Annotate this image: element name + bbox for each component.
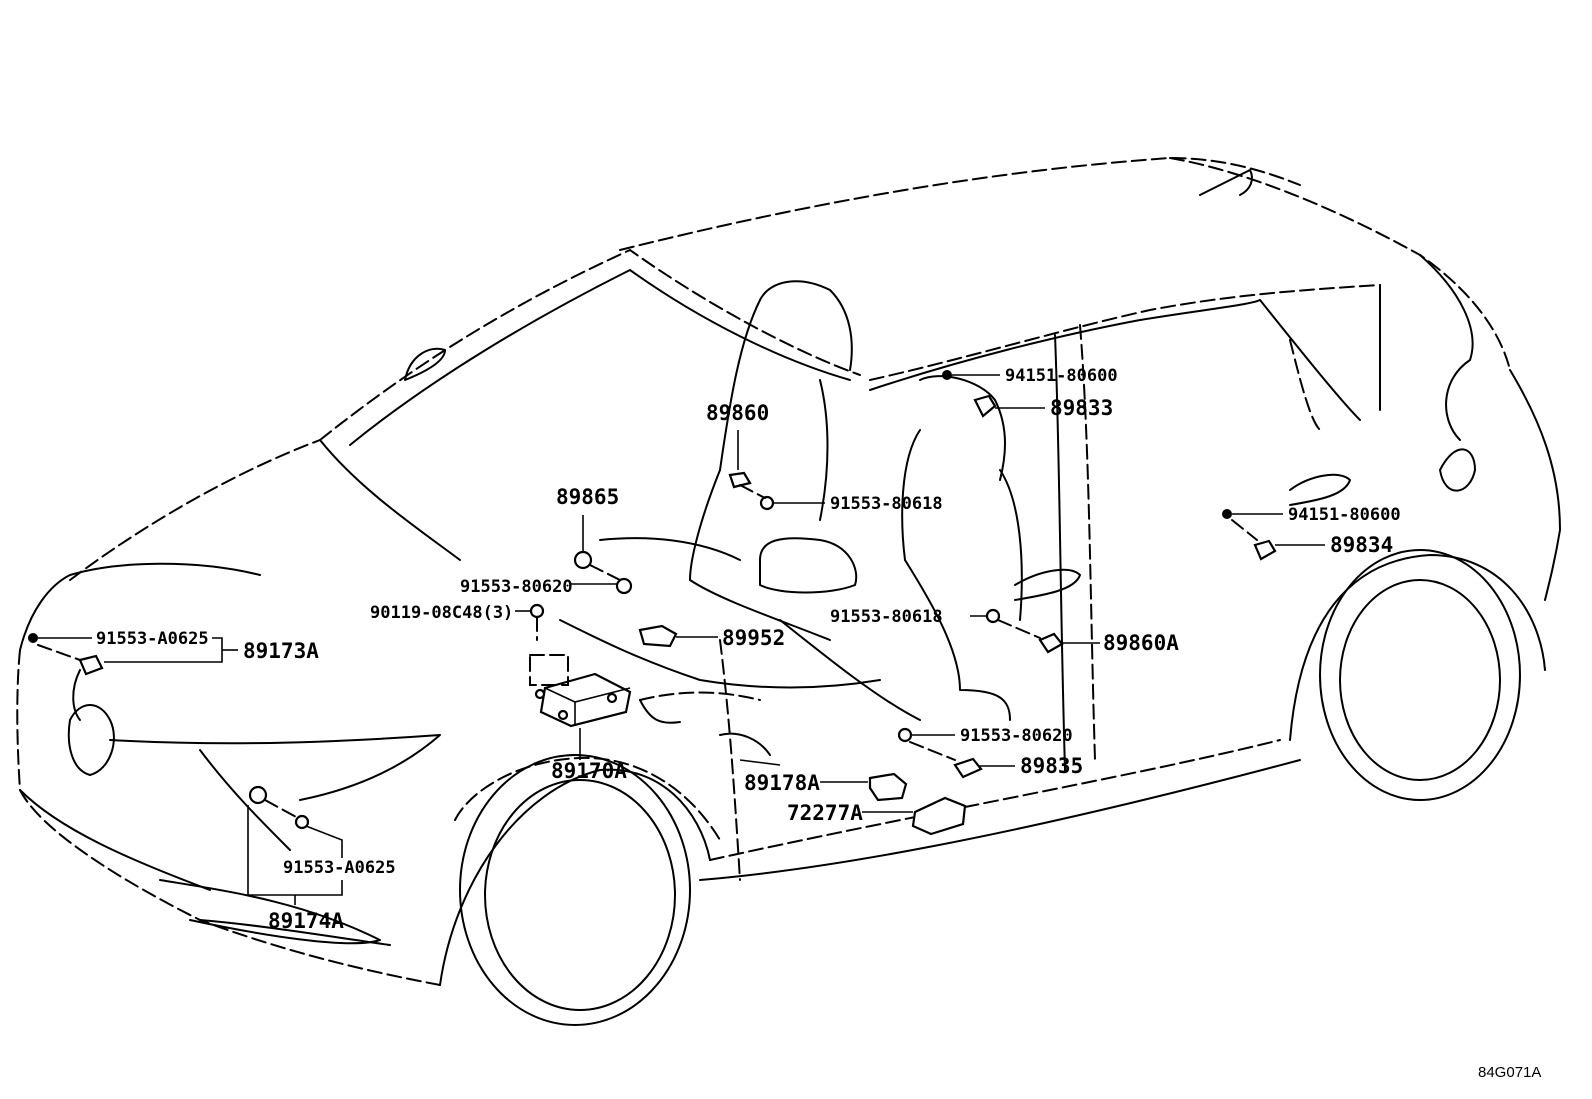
label-89860a: 89860A [1103,631,1179,655]
label-89865: 89865 [556,485,619,509]
car-interior-seats [559,280,1023,881]
label-89834: 89834 [1330,533,1393,557]
label-72277a: 72277A [787,801,863,825]
label-89835: 89835 [1020,754,1083,778]
drawing-code: 84G071A [1478,1064,1541,1081]
label-89174a: 89174A [268,909,344,933]
label-89170a: 89170A [551,759,627,783]
label-89860: 89860 [706,401,769,425]
label-91553-80618-upper: 91553-80618 [830,494,943,514]
label-94151-80600-upper: 94151-80600 [1005,366,1118,386]
label-91553-a0625-upper: 91553-A0625 [96,629,209,649]
car-body-outline [16,156,1561,1026]
label-94151-80600-right: 94151-80600 [1288,505,1401,525]
label-89833: 89833 [1050,396,1113,420]
parts-and-leaders [28,370,1325,905]
label-89952: 89952 [722,626,785,650]
label-89173a: 89173A [243,639,319,663]
label-91553-80618-lower: 91553-80618 [830,607,943,627]
part-labels: 94151-80600 89833 89860 91553-80618 8986… [96,366,1541,1081]
label-91553-80620-left: 91553-80620 [460,577,573,597]
label-91553-a0625-lower: 91553-A0625 [283,858,396,878]
label-90119-08c48: 90119-08C48(3) [370,603,513,623]
label-89178a: 89178A [744,771,820,795]
label-91553-80620-lower: 91553-80620 [960,726,1073,746]
